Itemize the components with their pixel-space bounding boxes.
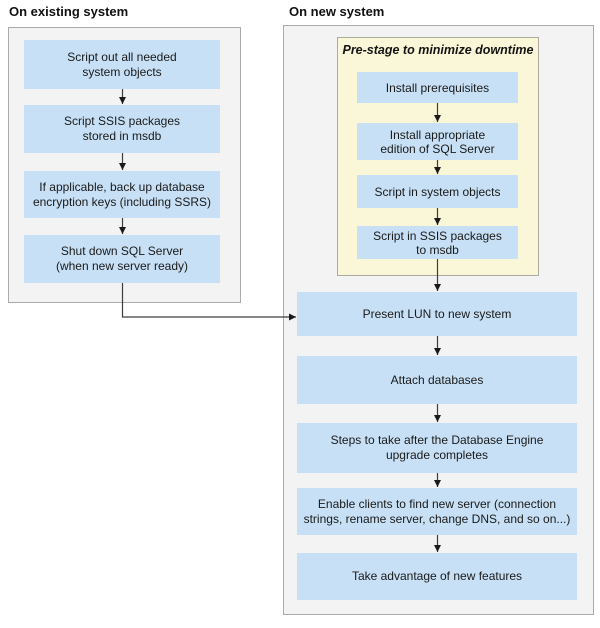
new-system-title: On new system bbox=[289, 4, 385, 19]
step-shut-down-sql-server: Shut down SQL Server (when new server re… bbox=[24, 235, 220, 283]
step-script-in-ssis-packages: Script in SSIS packages to msdb bbox=[357, 226, 518, 259]
step-script-out-system-objects: Script out all needed system objects bbox=[24, 40, 220, 89]
step-attach-databases: Attach databases bbox=[297, 356, 577, 404]
step-install-sql-server-edition: Install appropriate edition of SQL Serve… bbox=[357, 123, 518, 160]
existing-system-title: On existing system bbox=[9, 4, 129, 19]
step-post-upgrade-steps: Steps to take after the Database Engine … bbox=[297, 423, 577, 473]
step-script-in-system-objects: Script in system objects bbox=[357, 175, 518, 208]
prestage-group-title: Pre-stage to minimize downtime bbox=[342, 43, 534, 57]
step-present-lun: Present LUN to new system bbox=[297, 292, 577, 336]
step-script-ssis-packages: Script SSIS packages stored in msdb bbox=[24, 105, 220, 153]
step-take-advantage-new-features: Take advantage of new features bbox=[297, 553, 577, 600]
step-enable-clients-find-server: Enable clients to find new server (conne… bbox=[297, 488, 577, 535]
step-install-prerequisites: Install prerequisites bbox=[357, 72, 518, 103]
step-backup-encryption-keys: If applicable, back up database encrypti… bbox=[24, 171, 220, 218]
